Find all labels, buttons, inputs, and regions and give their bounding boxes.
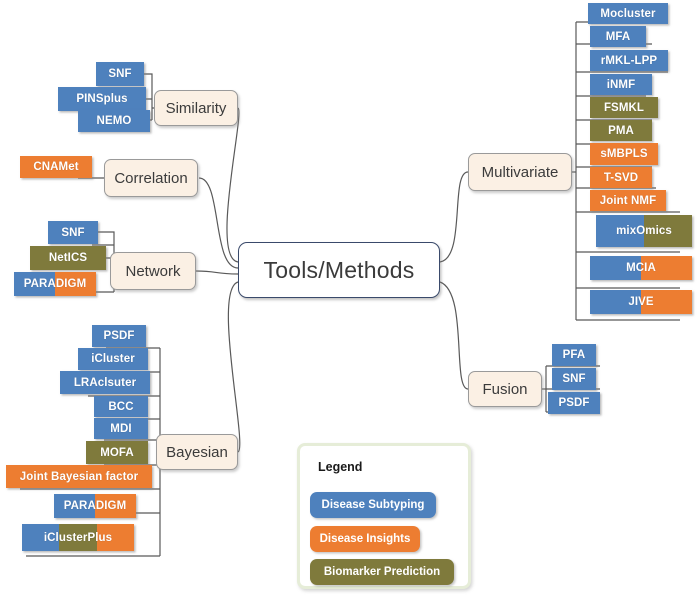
leaf-label: FSMKL (603, 101, 645, 114)
leaf-mcia[interactable]: MCIA (590, 256, 692, 280)
leaf-label: mixOmics (616, 225, 672, 237)
leaf-mdi[interactable]: MDI (94, 418, 148, 439)
leaf-label: Mocluster (600, 7, 656, 20)
leaf-color-segment (596, 215, 644, 247)
branch-node-multivariate[interactable]: Multivariate (468, 153, 572, 191)
leaf-label: PSDF (558, 397, 590, 409)
branch-label-similarity: Similarity (165, 99, 227, 117)
leaf-fsmkl[interactable]: FSMKL (590, 97, 658, 118)
leaf-color-segment (96, 524, 134, 551)
leaf-label: MDI (110, 422, 132, 435)
branch-label-network: Network (125, 262, 181, 280)
leaf-pinsplus[interactable]: PINSplus (58, 87, 146, 111)
branch-node-bayesian[interactable]: Bayesian (156, 434, 238, 470)
leaf-pfa[interactable]: PFA (552, 344, 596, 366)
leaf-paradigm-bayesian[interactable]: PARADIGM (54, 494, 136, 518)
leaf-cnamet[interactable]: CNAMet (20, 156, 92, 178)
leaf-label: SNF (108, 68, 132, 80)
leaf-snf-similarity[interactable]: SNF (96, 62, 144, 86)
leaf-bcc[interactable]: BCC (94, 396, 148, 417)
leaf-color-segment (590, 256, 641, 280)
leaf-color-segment (95, 494, 136, 518)
leaf-color-segment (641, 290, 692, 314)
branch-label-multivariate: Multivariate (481, 163, 559, 181)
branch-node-network[interactable]: Network (110, 252, 196, 290)
leaf-jive[interactable]: JIVE (590, 290, 692, 314)
leaf-label: PFA (562, 349, 586, 361)
leaf-netics[interactable]: NetICS (30, 246, 106, 270)
leaf-label: CNAMet (33, 161, 79, 173)
leaf-label: MCIA (626, 262, 656, 274)
leaf-rmkl-lpp[interactable]: rMKL-LPP (590, 50, 668, 71)
leaf-label: T-SVD (603, 171, 639, 184)
leaf-smbpls[interactable]: sMBPLS (590, 143, 658, 165)
leaf-label: Joint NMF (599, 194, 657, 207)
branch-node-correlation[interactable]: Correlation (104, 159, 198, 197)
leaf-color-segment (644, 215, 692, 247)
leaf-color-segment (54, 494, 95, 518)
leaf-label: PSDF (103, 330, 135, 342)
leaf-iclusterplus[interactable]: iClusterPlus (22, 524, 134, 551)
leaf-label: sMBPLS (600, 148, 648, 160)
leaf-label: BCC (108, 400, 134, 413)
leaf-label: NEMO (96, 115, 132, 127)
branch-label-fusion: Fusion (482, 380, 528, 398)
legend-chip-label: Disease Subtyping (321, 499, 425, 511)
leaf-color-segment (641, 256, 692, 280)
leaf-label: iClusterPlus (43, 531, 113, 544)
leaf-mfa[interactable]: MFA (590, 26, 646, 47)
legend-chip-disease-subtyping[interactable]: Disease Subtyping (310, 492, 436, 518)
leaf-color-segment (59, 524, 97, 551)
leaf-lraclsuter[interactable]: LRAclsuter (60, 371, 150, 394)
leaf-snf-fusion[interactable]: SNF (552, 368, 596, 390)
leaf-label: SNF (562, 373, 586, 385)
leaf-t-svd[interactable]: T-SVD (590, 167, 652, 188)
branch-label-correlation: Correlation (114, 169, 188, 187)
leaf-label: Joint Bayesian factor (19, 470, 139, 483)
leaf-color-segment (22, 524, 60, 551)
leaf-label: LRAclsuter (73, 376, 137, 389)
center-node-label: Tools/Methods (263, 256, 415, 283)
branch-node-similarity[interactable]: Similarity (154, 90, 238, 126)
leaf-color-segment (590, 290, 641, 314)
legend-chip-label: Biomarker Prediction (323, 566, 441, 578)
leaf-snf-network[interactable]: SNF (48, 221, 98, 244)
leaf-joint-nmf[interactable]: Joint NMF (590, 190, 666, 211)
legend-title: Legend (318, 460, 363, 474)
leaf-pma[interactable]: PMA (590, 120, 652, 141)
leaf-label: PARADIGM (63, 500, 127, 512)
branch-label-bayesian: Bayesian (166, 443, 228, 461)
leaf-label: MOFA (100, 446, 134, 459)
leaf-mocluster[interactable]: Mocluster (588, 3, 668, 24)
leaf-nemo[interactable]: NEMO (78, 110, 150, 132)
leaf-label: rMKL-LPP (600, 54, 658, 67)
leaf-label: PINSplus (76, 93, 128, 105)
legend-chip-disease-insights[interactable]: Disease Insights (310, 526, 420, 552)
leaf-label: iNMF (606, 78, 636, 91)
leaf-icluster[interactable]: iCluster (78, 348, 148, 370)
leaf-label: iCluster (91, 353, 135, 365)
leaf-psdf-fusion[interactable]: PSDF (548, 392, 600, 414)
leaf-paradigm-network[interactable]: PARADIGM (14, 272, 96, 296)
leaf-label: PARADIGM (23, 278, 87, 290)
leaf-joint-bayesian-factor[interactable]: Joint Bayesian factor (6, 465, 152, 488)
legend-chip-label: Disease Insights (319, 533, 411, 545)
leaf-mixomics[interactable]: mixOmics (596, 215, 692, 247)
leaf-label: NetICS (48, 252, 88, 264)
leaf-label: JIVE (628, 296, 654, 308)
leaf-psdf-bayesian[interactable]: PSDF (92, 325, 146, 347)
center-node[interactable]: Tools/Methods (238, 242, 440, 298)
leaf-inmf[interactable]: iNMF (590, 74, 652, 95)
legend-chip-biomarker-prediction[interactable]: Biomarker Prediction (310, 559, 454, 585)
leaf-mofa[interactable]: MOFA (86, 441, 148, 464)
leaf-label: MFA (605, 30, 631, 43)
leaf-label: PMA (608, 124, 634, 137)
branch-node-fusion[interactable]: Fusion (468, 371, 542, 407)
leaf-label: SNF (61, 226, 85, 239)
